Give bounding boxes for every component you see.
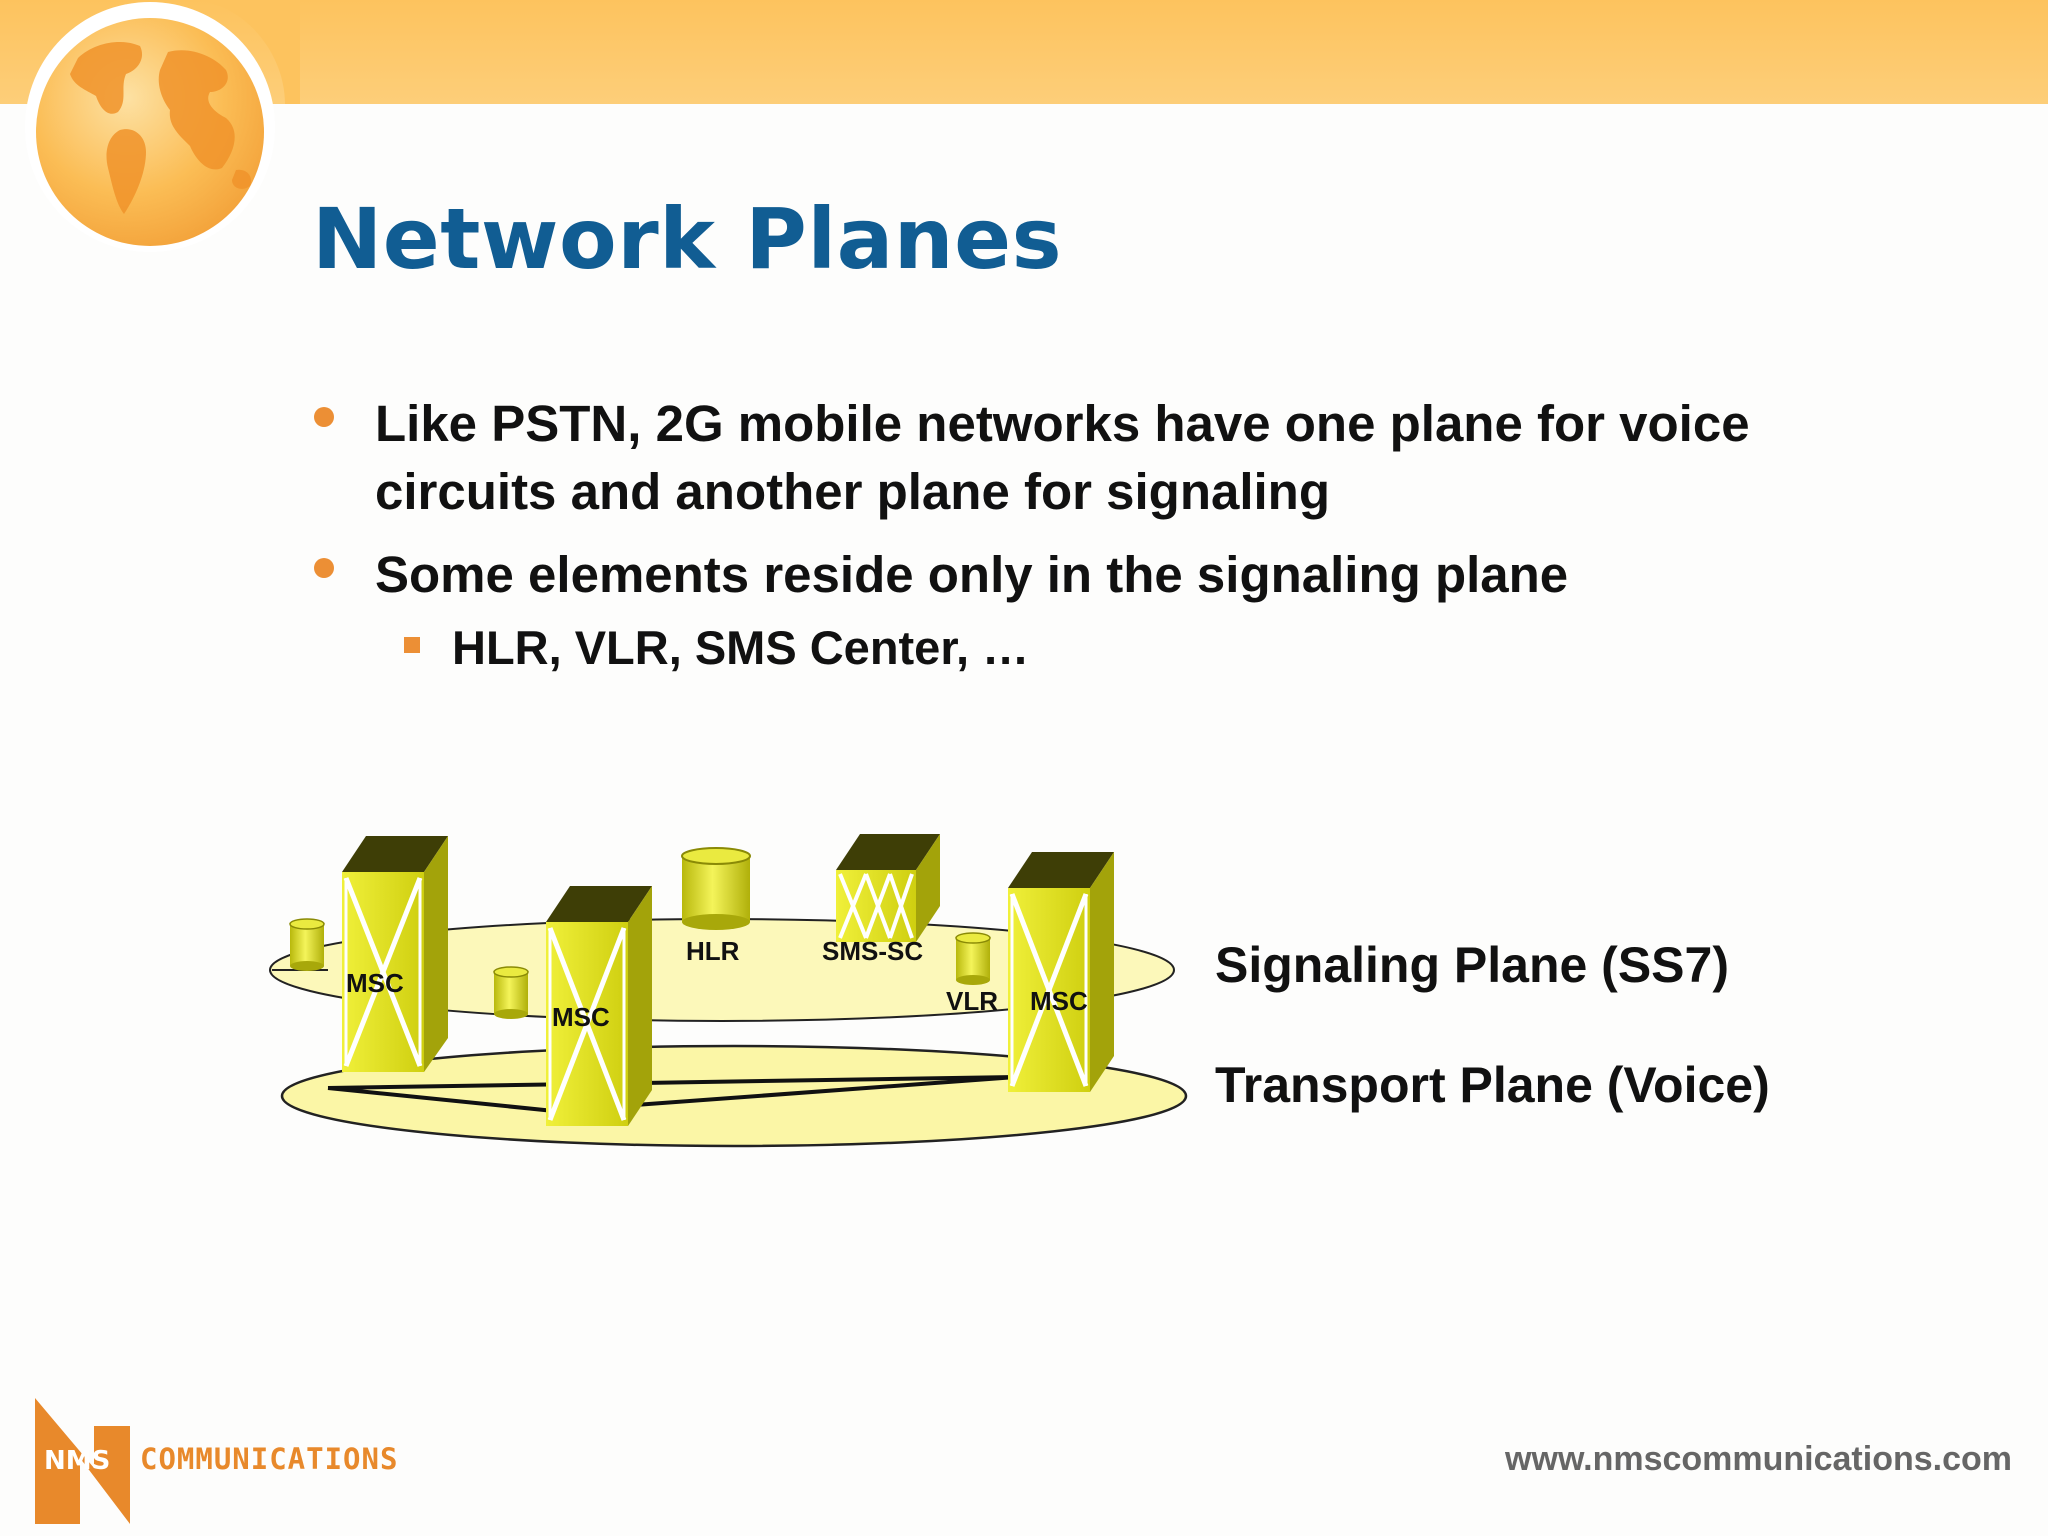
bullet-text: Like PSTN, 2G mobile networks have one p… bbox=[375, 395, 1750, 520]
sms-sc-label: SMS-SC bbox=[822, 936, 923, 966]
sms-sc-icon bbox=[836, 834, 940, 942]
sub-bullet-text: HLR, VLR, SMS Center, … bbox=[452, 621, 1030, 674]
signaling-plane-label: Signaling Plane (SS7) bbox=[1215, 937, 1729, 993]
page-title: Network Planes bbox=[312, 190, 1063, 288]
transport-plane-label: Transport Plane (Voice) bbox=[1215, 1057, 1770, 1113]
vlr-label: VLR bbox=[946, 986, 998, 1016]
msc-left-label: MSC bbox=[346, 968, 404, 998]
top-band bbox=[0, 0, 2048, 104]
nms-logo-icon: NMS COMMUNICATIONS bbox=[35, 1398, 398, 1524]
bullet-dot-icon bbox=[314, 407, 334, 427]
vlr-right-icon bbox=[955, 932, 991, 985]
globe-icon bbox=[0, 0, 300, 260]
sub-bullet-square-icon bbox=[404, 637, 420, 653]
vlr-center-icon bbox=[493, 966, 529, 1019]
hlr-label: HLR bbox=[686, 936, 740, 966]
logo-communications-text: COMMUNICATIONS bbox=[140, 1442, 398, 1476]
msc-left-icon bbox=[342, 836, 448, 1072]
logo-nms-text: NMS bbox=[44, 1446, 110, 1476]
vlr-left-icon bbox=[289, 918, 325, 971]
msc-center-icon bbox=[546, 886, 652, 1126]
bullet-text: Some elements reside only in the signali… bbox=[375, 546, 1569, 603]
msc-right-label: MSC bbox=[1030, 986, 1088, 1016]
bullet-dot-icon bbox=[314, 558, 334, 578]
network-planes-diagram: MSC MSC HLR SMS-SC bbox=[269, 834, 1188, 1148]
msc-right-icon bbox=[1008, 852, 1114, 1092]
hlr-icon bbox=[681, 847, 751, 930]
footer-url: www.nmscommunications.com bbox=[1505, 1440, 2012, 1478]
msc-center-label: MSC bbox=[552, 1002, 610, 1032]
